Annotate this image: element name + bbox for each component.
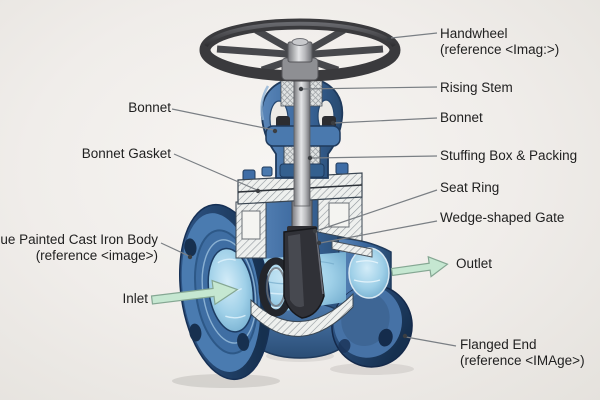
bolt-hole — [237, 333, 250, 351]
label-bonnet-left: Bonnet — [128, 100, 171, 115]
leader-bonnet-gasket — [173, 153, 258, 191]
leader-cast-iron-body — [160, 242, 190, 257]
bolt-hole — [378, 328, 393, 347]
leader-rising-stem — [302, 86, 438, 90]
label-handwheel: Handwheel (reference <Imag:>) — [440, 26, 559, 57]
leader-wedge-gate — [319, 220, 438, 244]
label-bonnet-gasket: Bonnet Gasket — [81, 146, 171, 161]
label-stuffing-box: Stuffing Box & Packing — [440, 148, 578, 163]
label-cast-iron-body: lue Painted Cast Iron Body (reference <i… — [0, 232, 158, 263]
leader-bonnet-right — [333, 117, 438, 124]
label-inlet: Inlet — [122, 291, 148, 306]
wedge-gate — [283, 199, 325, 319]
label-bonnet-right: Bonnet — [440, 110, 483, 125]
cutaway-sections — [235, 194, 363, 337]
label-outlet: Outlet — [456, 256, 493, 271]
bolt-hole — [184, 238, 197, 257]
handwheel — [199, 18, 401, 82]
bolt-hole — [338, 338, 351, 353]
leader-handwheel — [390, 32, 438, 39]
bolt-hole — [189, 323, 202, 342]
outlet-opening — [331, 240, 390, 299]
label-wedge-gate: Wedge-shaped Gate — [440, 210, 565, 225]
label-rising-stem: Rising Stem — [440, 80, 513, 95]
leader-bonnet-left — [171, 108, 275, 131]
outlet-flow-arrow-icon — [390, 255, 449, 278]
leader-stuffing-box — [311, 155, 438, 159]
label-seat-ring: Seat Ring — [440, 180, 500, 195]
label-flanged-end: Flanged End (reference <IMAge>) — [460, 337, 585, 368]
inlet-flow-arrow-icon — [150, 279, 239, 306]
leader-seat-ring — [315, 189, 438, 232]
label-handwheel-line1: Handwheel — [440, 26, 508, 41]
label-handwheel-line2: (reference <Imag:>) — [440, 41, 560, 57]
leader-lines — [160, 32, 457, 347]
leader-dots — [187, 36, 408, 339]
leader-flanged-end — [405, 336, 457, 347]
